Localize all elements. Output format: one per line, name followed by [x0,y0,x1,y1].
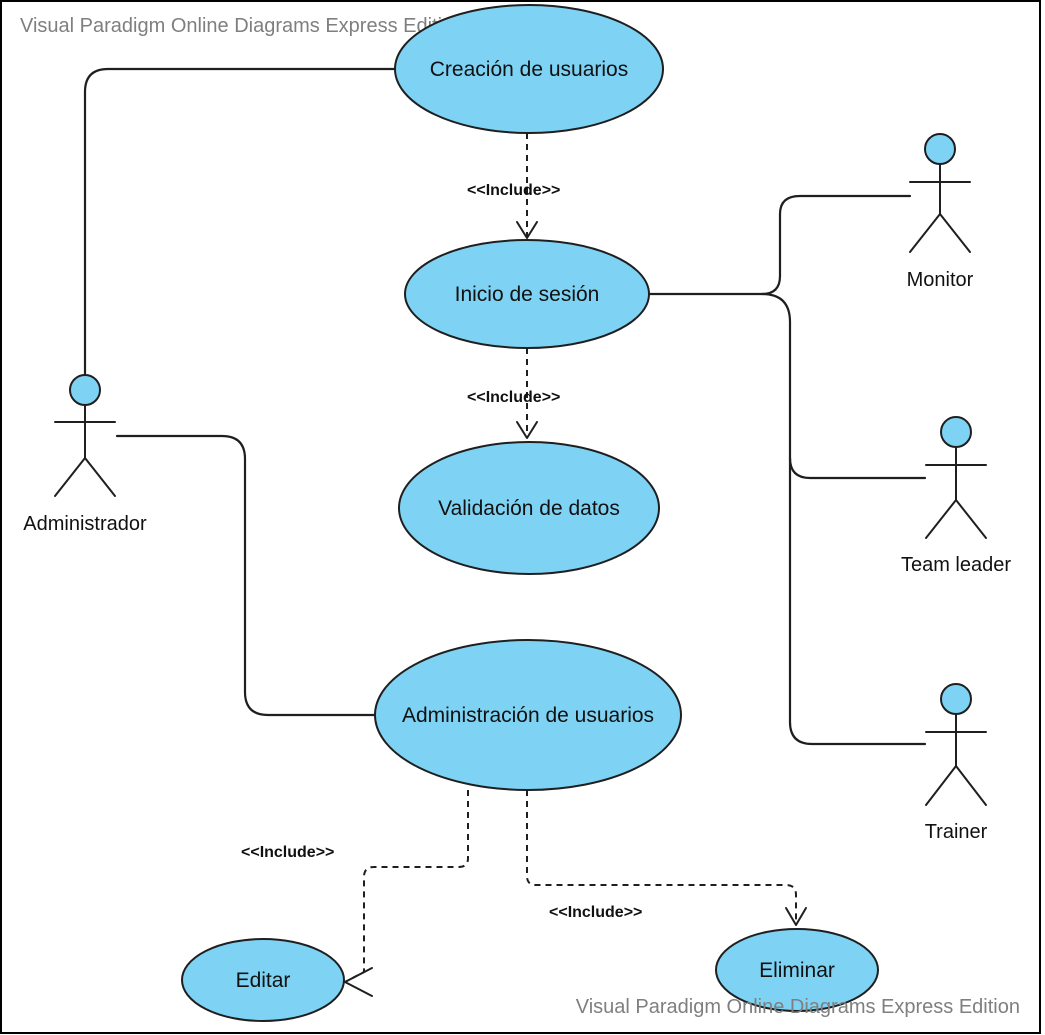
include-arrow-validacion [516,421,538,439]
include-arrow-eliminar [785,907,807,926]
use-case-editar-ellipse [181,938,345,1022]
use-case-inicio: Inicio de sesión [404,239,650,349]
use-case-administracion: Administración de usuarios [374,639,682,791]
use-case-administracion-ellipse [374,639,682,791]
use-case-eliminar-ellipse [715,928,879,1012]
include-arrow-editar [344,967,373,997]
actor-administrador-head [69,374,101,406]
include-label-administracion-eliminar: <<Include>> [549,904,642,921]
use-case-editar-label: Editar [236,969,291,992]
use-case-eliminar-label: Eliminar [759,959,835,982]
actor-administrador-leg-left [54,457,86,497]
watermark-bottom: Visual Paradigm Online Diagrams Express … [576,996,1020,1018]
watermark-top: Visual Paradigm Online Diagrams Express … [20,15,464,37]
actor-monitor-leg-left [909,213,941,253]
include-line-administracion-eliminar [526,790,797,925]
actor-monitor-leg-right [939,213,971,253]
actor-team-leader-leg-right [955,499,987,539]
include-arrow-inicio [516,221,538,239]
actor-administrador-label: Administrador [23,513,147,535]
actor-team-leader-leg-left [925,499,957,539]
actor-monitor: Monitor [907,133,974,291]
use-case-eliminar: Eliminar [715,928,879,1012]
actor-trainer-leg-left [925,765,957,806]
assoc-admin-administracion [115,434,377,717]
use-case-inicio-label: Inicio de sesión [455,283,600,306]
assoc-inicio-team-leader [760,292,927,480]
actor-team-leader: Team leader [901,416,1011,576]
actor-trainer-leg-right [955,765,987,806]
actor-trainer-label: Trainer [925,821,988,843]
use-case-creacion: Creación de usuarios [394,4,664,134]
include-label-creacion-inicio: <<Include>> [467,182,560,199]
assoc-inicio-monitor [648,194,912,296]
use-case-validacion-label: Validación de datos [438,497,620,520]
include-lines [344,133,807,997]
use-case-creacion-label: Creación de usuarios [430,58,628,81]
actor-monitor-label: Monitor [907,269,974,291]
assoc-admin-creacion [83,67,397,376]
actor-team-leader-label: Team leader [901,554,1011,576]
use-case-validacion: Validación de datos [398,441,660,575]
actor-administrador-leg-right [84,457,116,497]
use-case-inicio-ellipse [404,239,650,349]
actor-administrador: Administrador [23,374,147,535]
include-line-administracion-editar [344,790,469,983]
actor-monitor-head [924,133,956,165]
use-case-editar: Editar [181,938,345,1022]
use-case-validacion-ellipse [398,441,660,575]
actor-trainer: Trainer [925,683,988,843]
association-lines [83,67,927,746]
use-case-creacion-ellipse [394,4,664,134]
actor-trainer-head [940,683,972,715]
actor-team-leader-head [940,416,972,448]
use-case-administracion-label: Administración de usuarios [402,704,654,727]
assoc-inicio-trainer [788,456,927,746]
include-label-administracion-editar: <<Include>> [241,844,334,861]
include-label-inicio-validacion: <<Include>> [467,389,560,406]
